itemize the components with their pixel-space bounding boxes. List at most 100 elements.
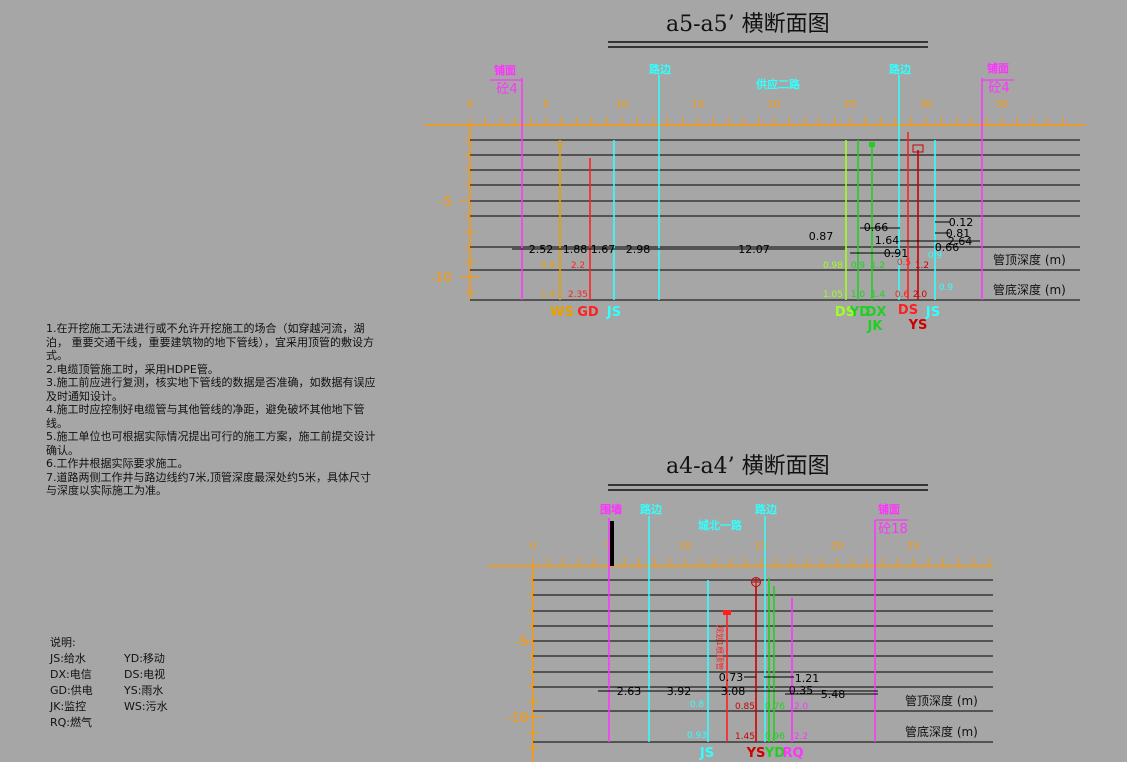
note-1: 1.在开挖施工无法进行或不允许开挖施工的场合（如穿越河流，湖泊， 重要交通干线，… [46, 322, 374, 362]
spacing-value: 2.52 [529, 243, 554, 256]
bottom-depth-value: 2.2 [794, 732, 808, 742]
wall-marker [610, 521, 614, 566]
top-depth-value: 0.98 [823, 261, 843, 271]
top-label: 供应二路 [755, 77, 801, 91]
pipe-code: DX [866, 305, 887, 320]
ruler-tick-label: 35 [996, 99, 1009, 110]
legend-item: RQ:燃气 [50, 716, 93, 729]
top-label: 路边 [755, 502, 778, 516]
bottom-depth-values: 1.4 2.35 1.05 1.0 1.4 0.6 2.0 0.9 [541, 283, 954, 300]
ruler-tick-label: 20 [831, 541, 844, 552]
bottom-depth-value: 1.45 [735, 732, 755, 742]
ruler-labels: 0 5 10 15 20 25 [530, 541, 920, 552]
ruler-tick-label: 25 [907, 541, 920, 552]
dimension-connectors [744, 676, 878, 695]
ruler-minor-ticks [469, 117, 1064, 125]
legend-item: YS:雨水 [124, 684, 164, 697]
pipe-code: GD [577, 305, 599, 320]
top-label: 砼4 [988, 81, 1009, 96]
bottom-depth-value: 1.4 [871, 290, 886, 300]
top-labels: 铺面 砼4 路边 供应二路 路边 铺面 砼4 [494, 61, 1010, 97]
spacing-value: 0.66 [935, 241, 960, 254]
section-a4-title: a4-a4’ 横断面图 [666, 454, 830, 479]
spacing-value: 1.67 [591, 243, 616, 256]
bottom-depth-value: 1.0 [851, 290, 866, 300]
section-a4: 0 5 10 15 20 25 -5 -10 [488, 502, 993, 762]
top-depth-value: 1.2 [871, 261, 885, 271]
pipe-lines [559, 132, 936, 300]
spacing-value: 0.87 [809, 230, 834, 243]
ruler-tick-label: 5 [543, 99, 549, 110]
pipe-code: YD [849, 305, 870, 320]
ruler-tick-label: 10 [616, 99, 629, 110]
section-a5: 0 5 10 15 20 25 30 35 -5 -10 [425, 61, 1085, 334]
top-depth-value: 0.9 [541, 261, 556, 271]
spacing-value: 0.35 [789, 684, 814, 697]
legend-heading: 说明: [50, 636, 76, 649]
bottom-depth-value: 0.96 [765, 732, 785, 742]
top-depth-value: 0.8 [690, 700, 705, 710]
legend-item: WS:污水 [124, 700, 168, 713]
pipe-dx-marker [869, 142, 875, 147]
ruler-tick-label: 30 [920, 99, 933, 110]
depth-label: -10 [431, 271, 452, 286]
grid-lines [533, 579, 993, 743]
top-depth-value: 1.2 [915, 261, 929, 271]
bottom-depth-value: 1.05 [823, 290, 843, 300]
pipe-codes: WS GD JS DS YD DX JK DS YS JS [550, 303, 940, 334]
pipe-code: JK [867, 319, 884, 334]
pipe-code: WS [550, 305, 574, 320]
top-label: 城北一路 [698, 518, 743, 532]
pipe-ws-marker [557, 140, 563, 146]
spacing-value: 0.73 [719, 671, 744, 684]
top-depth-value: 2.2 [571, 261, 585, 271]
top-label: 路边 [649, 62, 672, 76]
pipe-code: YS [746, 746, 766, 761]
top-label: 路边 [889, 62, 912, 76]
pipe-codes: JS YS YD RQ [699, 746, 804, 761]
pipe-code: YS [908, 318, 928, 333]
top-label: 铺面 [494, 63, 516, 77]
pipe-code: DS [835, 305, 855, 320]
grid-lines [470, 139, 1080, 301]
pipe-code: YD [764, 746, 785, 761]
row-label-top-depth: 管顶深度 (m) [993, 252, 1066, 267]
top-label: 铺面 [878, 502, 900, 516]
spacing-value: 2.63 [617, 685, 642, 698]
top-depth-value: 0.76 [765, 702, 785, 712]
bottom-depth-value: 0.93 [687, 731, 707, 741]
ruler-tick-label: 20 [768, 99, 781, 110]
spacing-value: 1.64 [875, 234, 900, 247]
spacing-values: 2.63 3.92 3.08 0.73 1.21 0.35 5.48 [617, 671, 846, 701]
top-depth-value: 0.5 [897, 258, 911, 268]
pipe-code: JS [925, 305, 940, 320]
pipe-code: RQ [782, 746, 803, 761]
note-5: 5.施工单位也可根据实际情况提出可行的施工方案，施工前提交设计确认。 [46, 430, 376, 457]
top-depth-value: 0.85 [735, 702, 755, 712]
ruler-tick-label: 25 [844, 99, 857, 110]
spacing-value: 3.92 [667, 685, 692, 698]
ruler-tick-label: 0 [530, 541, 536, 552]
top-depth-value: 0.9 [928, 251, 943, 261]
note-6: 6.工作井根据实际要求施工。 [46, 457, 189, 470]
spacing-value: 12.07 [738, 243, 770, 256]
spacing-values: 2.52 1.88 1.67 2.98 12.07 0.87 0.66 1.64… [529, 216, 974, 260]
bottom-depth-value: 0.6 [895, 290, 910, 300]
bottom-depth-values: 0.93 1.45 0.96 2.2 [687, 731, 808, 742]
title-underline [608, 41, 928, 491]
bottom-depth-value: 2.0 [913, 290, 928, 300]
legend-item: DX:电信 [50, 668, 92, 681]
pipe-lines [707, 578, 793, 742]
top-labels: 围墙 路边 城北一路 路边 铺面 砼18 [600, 502, 908, 537]
ruler-labels: 0 5 10 15 20 25 30 35 [467, 99, 1009, 110]
bottom-depth-value: 0.9 [939, 283, 954, 293]
top-depth-value: 0.9 [851, 261, 866, 271]
dimension-connectors [850, 221, 980, 254]
note-3: 3.施工前应进行复测，核实地下管线的数据是否准确，如数据有误应及时通知设计。 [46, 376, 376, 403]
ruler-tick-label: 15 [755, 541, 768, 552]
spacing-value: 2.98 [626, 243, 651, 256]
top-depth-values: 0.8 0.85 0.76 2.0 [690, 700, 809, 712]
spacing-value: 1.21 [795, 672, 820, 685]
